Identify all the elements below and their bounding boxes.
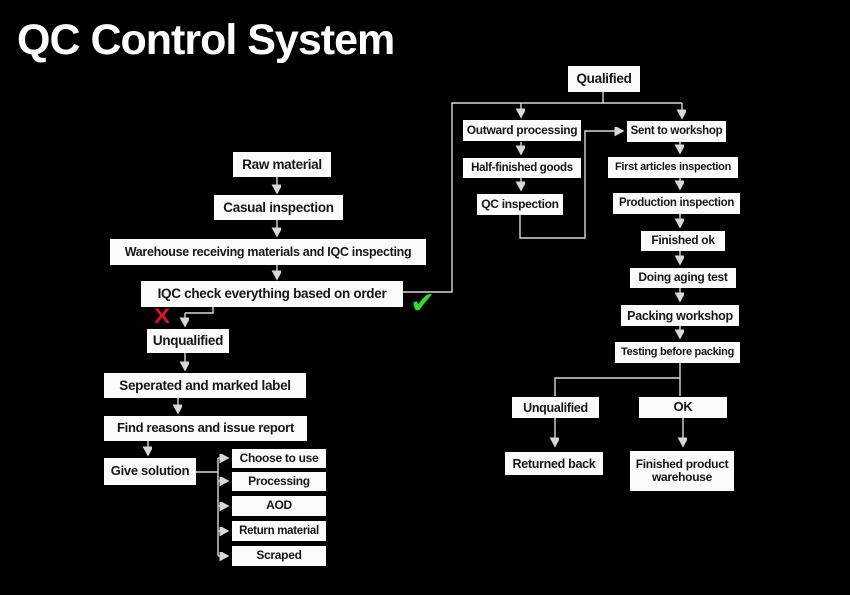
node-production-inspection: Production inspection [613, 193, 740, 214]
node-first-articles-inspection: First articles inspection [608, 157, 738, 178]
node-unqualified-right: Unqualified [512, 397, 599, 418]
check-icon: ✔ [410, 287, 436, 320]
node-qualified: Qualified [568, 66, 640, 92]
node-ok: OK [639, 397, 727, 418]
node-outward-processing: Outward processing [463, 120, 581, 141]
node-find-reasons: Find reasons and issue report [104, 416, 307, 441]
node-return-material: Return material [232, 521, 326, 541]
node-seperated-marked: Seperated and marked label [104, 373, 306, 398]
node-qc-inspection: QC inspection [477, 194, 563, 215]
node-casual-inspection: Casual inspection [214, 195, 343, 220]
node-packing-workshop: Packing workshop [621, 305, 739, 326]
node-raw-material: Raw material [233, 152, 331, 177]
node-returned-back: Returned back [505, 452, 603, 475]
node-half-finished-goods: Half-finished goods [463, 158, 581, 178]
node-choose-to-use: Choose to use [232, 449, 326, 468]
page-title: QC Control System [17, 16, 395, 64]
edge-qcinspection-loop-sent [519, 131, 621, 239]
edge-iqc-to-unqualified-elbow [185, 307, 214, 314]
node-finished-ok: Finished ok [641, 231, 725, 251]
node-testing-before-packing: Testing before packing [615, 342, 740, 363]
node-doing-aging-test: Doing aging test [630, 268, 736, 288]
node-warehouse-receiving: Warehouse receiving materials and IQC in… [110, 239, 426, 265]
node-finished-product-warehouse: Finished product warehouse [630, 451, 734, 491]
node-sent-to-workshop: Sent to workshop [627, 121, 726, 142]
node-give-solution: Give solution [104, 458, 196, 485]
node-processing: Processing [232, 472, 326, 491]
node-unqualified-left: Unqualified [147, 329, 229, 353]
node-scraped: Scraped [232, 546, 326, 566]
edge-give-solution-spine [196, 458, 219, 556]
edge-testing-split-left [554, 363, 681, 396]
edge-iqc-to-qualified-trunk [403, 102, 682, 293]
node-aod: AOD [232, 496, 326, 516]
node-iqc-check: IQC check everything based on order [141, 281, 403, 307]
x-icon: X [153, 305, 171, 328]
